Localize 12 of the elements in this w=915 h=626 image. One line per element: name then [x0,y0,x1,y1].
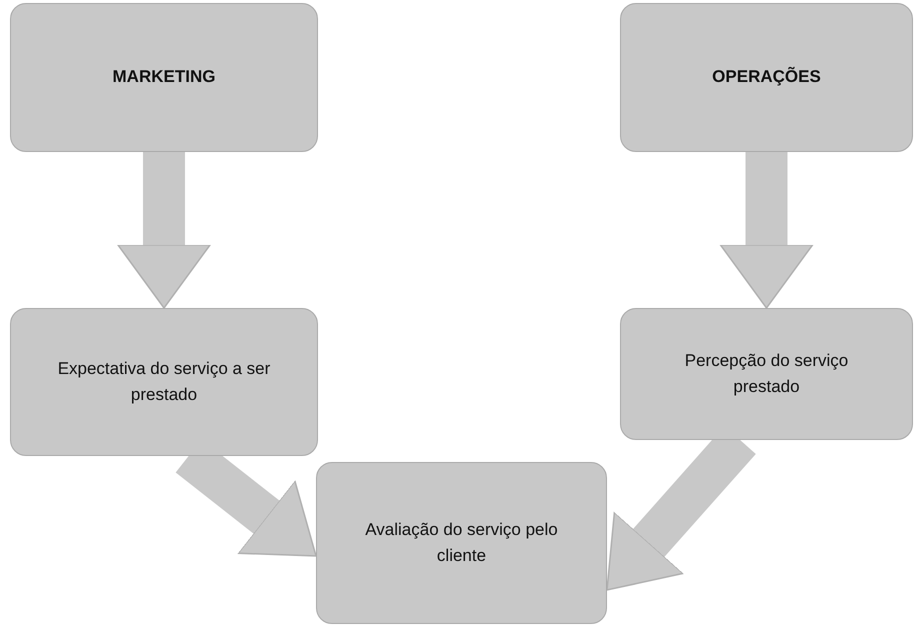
block-arrow [720,152,814,309]
block-arrow [117,152,211,309]
box-label: Percepção do serviço prestado [684,350,850,398]
box-label: OPERAÇÕES [712,66,821,88]
box-label: MARKETING [112,66,216,88]
process-box [10,3,318,152]
process-box [316,462,607,624]
box-label: Avaliação do serviço pelo cliente [364,518,559,567]
process-box [620,3,913,152]
box-label: Expectativa do serviço a ser prestado [56,358,272,406]
process-box [620,308,913,440]
process-box [10,308,318,456]
